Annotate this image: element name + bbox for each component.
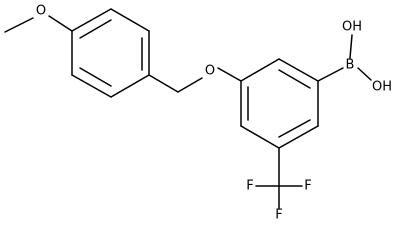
bond-ring2-b — [317, 67, 344, 82]
bond-r1-double-3 — [79, 67, 112, 87]
bond-r2-a — [240, 58, 280, 82]
bond-ch2-o — [177, 77, 203, 93]
fluorine-label-3: F — [275, 208, 282, 223]
bonds — [4, 8, 372, 209]
bond-methyl-o — [4, 17, 34, 33]
bond-r1-b — [110, 8, 150, 32]
bond-o-ring2 — [217, 67, 242, 82]
bond-r1-e — [71, 74, 112, 98]
bond-b-oh1 — [349, 34, 353, 59]
bond-r2-b — [278, 58, 319, 82]
bond-r2-e — [240, 125, 280, 149]
bond-r2-d — [278, 125, 319, 149]
boron-label: B — [346, 58, 355, 73]
hydroxyl-label-2: OH — [372, 80, 392, 95]
bond-o-ring1 — [48, 15, 73, 32]
fluorine-label-2: F — [304, 179, 311, 194]
bond-r1-a — [71, 8, 112, 32]
fluorine-label-1: F — [246, 179, 253, 194]
bond-r1-d — [110, 74, 150, 98]
bond-r2-double-2 — [278, 119, 311, 138]
hydroxyl-label-1: OH — [342, 20, 362, 35]
bond-r2-double-1 — [278, 69, 311, 89]
bond-r1-double-1 — [79, 19, 112, 39]
ether-oxygen-label: O — [205, 64, 215, 79]
bond-b-oh2 — [357, 67, 372, 81]
atom-labels: O O B OH OH F F F — [36, 4, 392, 223]
bond-ring1-ch2 — [148, 74, 179, 93]
methoxy-oxygen-label: O — [36, 4, 46, 19]
